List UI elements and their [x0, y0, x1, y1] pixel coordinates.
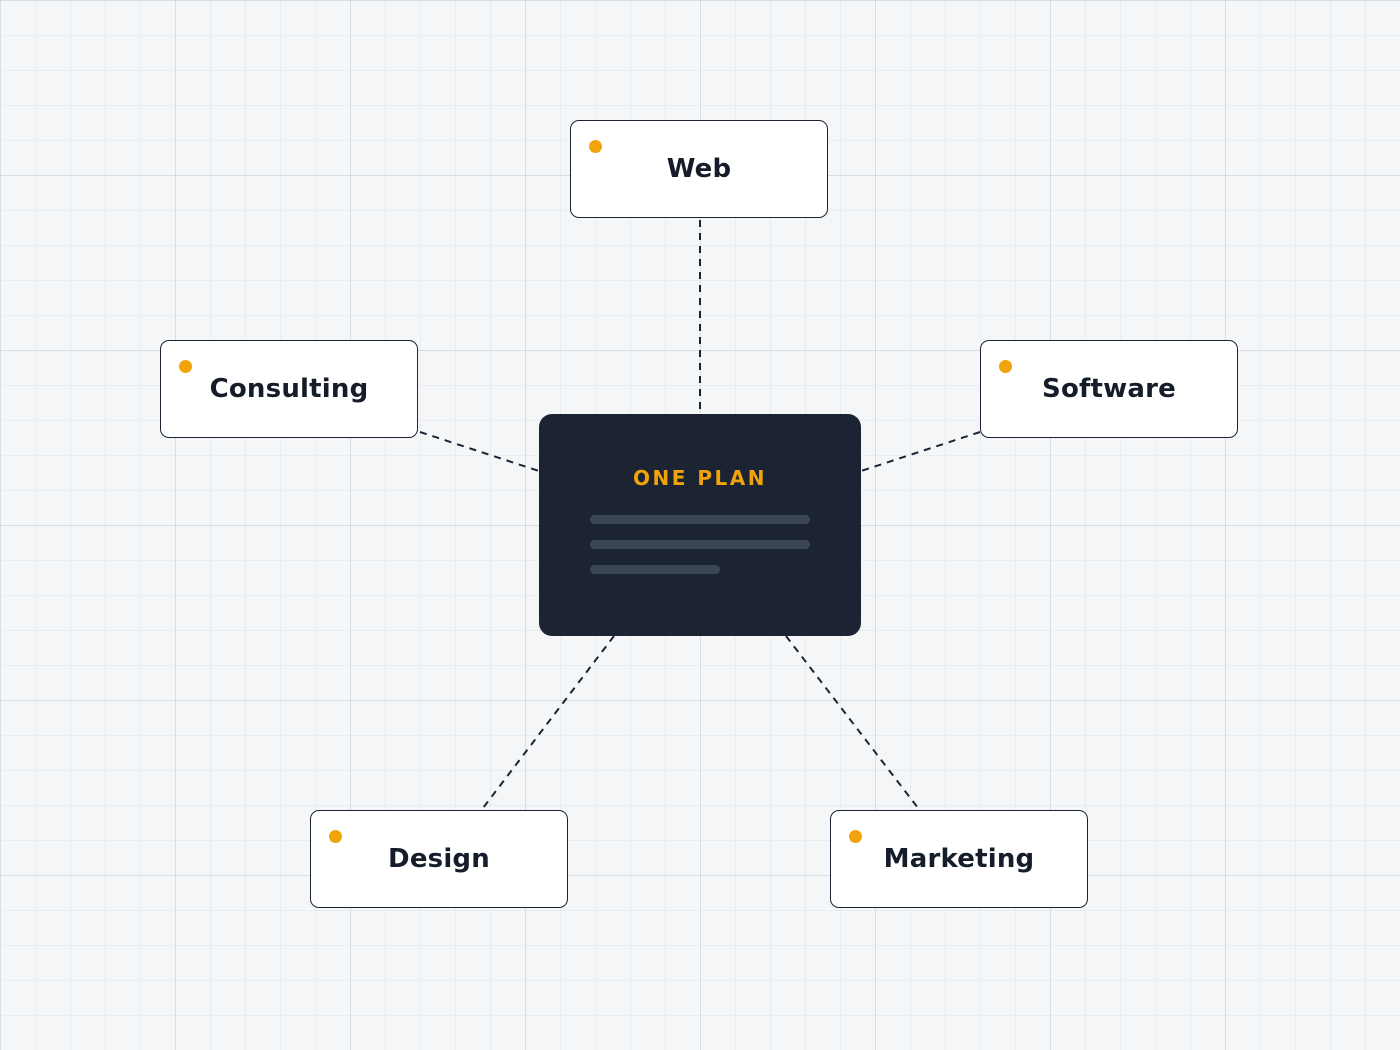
status-dot-icon: [999, 360, 1012, 373]
connector-consulting: [419, 431, 540, 472]
center-card-title: ONE PLAN: [633, 466, 767, 490]
connector-design: [482, 635, 615, 809]
placeholder-text-line: [590, 540, 810, 549]
node-label: Design: [388, 844, 490, 874]
node-software[interactable]: Software: [980, 340, 1238, 438]
status-dot-icon: [179, 360, 192, 373]
connector-marketing: [785, 635, 919, 809]
node-label: Consulting: [209, 374, 369, 404]
node-label: Software: [1042, 374, 1176, 404]
status-dot-icon: [849, 830, 862, 843]
status-dot-icon: [329, 830, 342, 843]
placeholder-text-line: [590, 515, 810, 524]
connector-software: [860, 431, 981, 472]
node-label: Web: [666, 154, 732, 184]
node-label: Marketing: [883, 844, 1035, 874]
node-marketing[interactable]: Marketing: [830, 810, 1088, 908]
center-plan-card[interactable]: ONE PLAN: [539, 414, 861, 636]
status-dot-icon: [589, 140, 602, 153]
node-consulting[interactable]: Consulting: [160, 340, 418, 438]
placeholder-text-line: [590, 565, 720, 574]
node-web[interactable]: Web: [570, 120, 828, 218]
node-design[interactable]: Design: [310, 810, 568, 908]
